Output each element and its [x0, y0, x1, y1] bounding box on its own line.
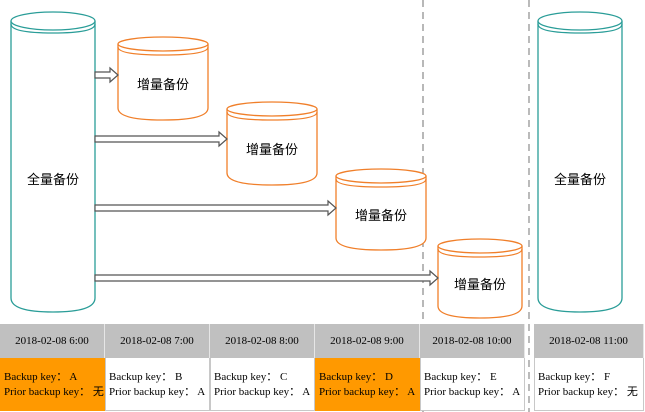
timeline-backup-cell: Backup key： D Prior backup key： A: [315, 358, 420, 411]
full-backup-label: 全量备份: [27, 172, 79, 188]
full-backup-cylinder-1: 全量备份: [10, 11, 96, 313]
timeline-time-header: 2018-02-08 6:00: [0, 324, 105, 358]
timeline-backup-cell: Backup key： C Prior backup key： A: [210, 358, 315, 411]
arrow-icon: [94, 66, 119, 84]
timeline-time-header: 2018-02-08 10:00: [420, 324, 525, 358]
prior-backup-key-text: Prior backup key： A: [214, 386, 311, 398]
incremental-backup-cylinder-4: 增量备份: [437, 238, 523, 319]
prior-backup-key-text: Prior backup key： 无: [4, 386, 104, 398]
incremental-backup-cylinder-2: 增量备份: [226, 101, 318, 186]
timeline-backup-cell: Backup key： A Prior backup key： 无: [0, 358, 105, 411]
full-backup-label: 全量备份: [554, 172, 606, 188]
timeline-backup-cell: Backup key： B Prior backup key： A: [105, 358, 210, 411]
prior-backup-key-text: Prior backup key： A: [424, 386, 521, 398]
backup-key-text: Backup key： F: [538, 371, 611, 383]
incremental-backup-label: 增量备份: [246, 142, 298, 158]
incremental-backup-label: 增量备份: [454, 277, 506, 293]
prior-backup-key-text: Prior backup key： A: [109, 386, 206, 398]
incremental-backup-label: 增量备份: [355, 208, 407, 224]
timeline-time-header: 2018-02-08 9:00: [315, 324, 420, 358]
incremental-backup-label: 增量备份: [137, 77, 189, 93]
prior-backup-key-text: Prior backup key： A: [319, 386, 416, 398]
timeline-time-header: 2018-02-08 11:00: [534, 324, 644, 358]
timeline-backup-cell: Backup key： E Prior backup key： A: [420, 358, 525, 411]
timeline-time-header: 2018-02-08 7:00: [105, 324, 210, 358]
backup-key-text: Backup key： E: [424, 371, 497, 383]
timeline-backup-cell: Backup key： F Prior backup key： 无: [534, 358, 644, 411]
backup-key-text: Backup key： C: [214, 371, 288, 383]
incremental-backup-cylinder-1: 增量备份: [117, 36, 209, 121]
backup-key-text: Backup key： B: [109, 371, 183, 383]
full-backup-cylinder-2: 全量备份: [537, 11, 623, 313]
backup-key-text: Backup key： D: [319, 371, 393, 383]
prior-backup-key-text: Prior backup key： 无: [538, 386, 638, 398]
arrow-icon: [94, 269, 439, 287]
timeline-time-header: 2018-02-08 8:00: [210, 324, 315, 358]
arrow-icon: [94, 199, 337, 217]
arrow-icon: [94, 130, 228, 148]
backup-key-text: Backup key： A: [4, 371, 78, 383]
incremental-backup-cylinder-3: 增量备份: [335, 168, 427, 251]
